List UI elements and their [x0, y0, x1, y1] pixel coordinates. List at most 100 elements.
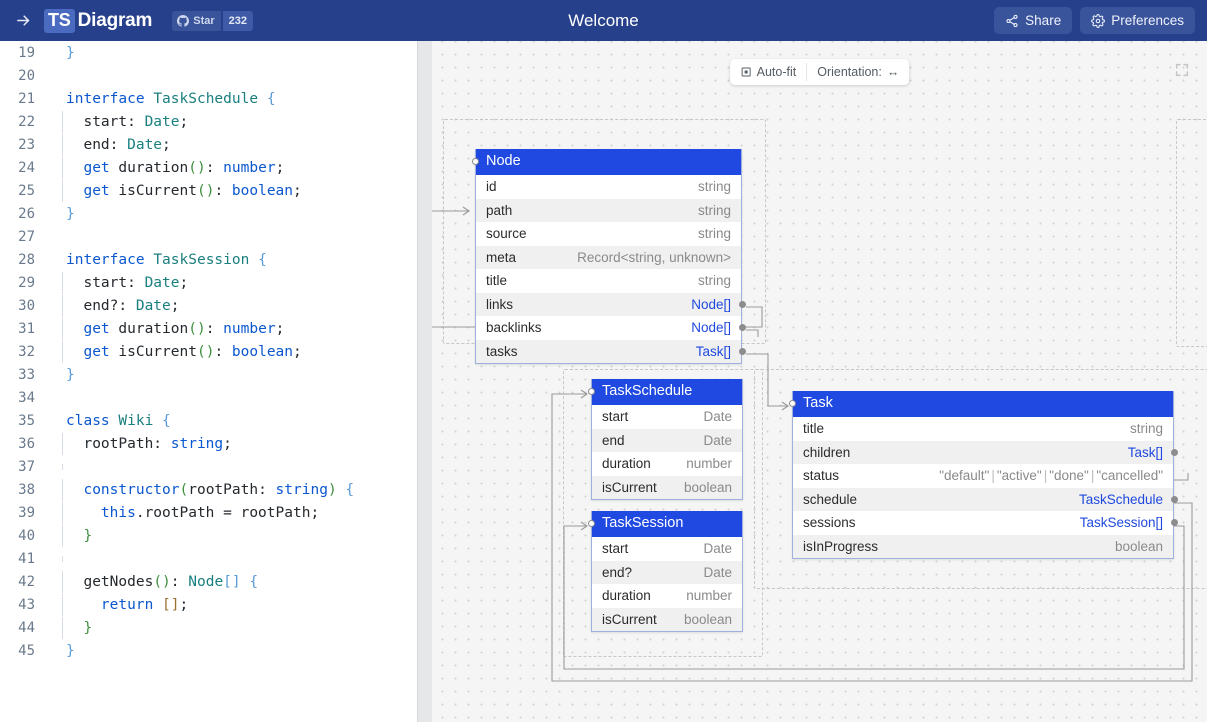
node-output-port[interactable] — [739, 300, 746, 308]
code-token: () — [188, 320, 206, 337]
code-text[interactable]: getNodes(): Node[] { — [49, 570, 417, 593]
code-token: class — [66, 412, 119, 429]
node-field-row[interactable]: schedule TaskSchedule — [793, 487, 1173, 511]
node-title[interactable]: TaskSchedule — [592, 379, 742, 405]
node-output-port[interactable] — [739, 347, 746, 355]
line-number: 22 — [18, 113, 35, 130]
preferences-button[interactable]: Preferences — [1080, 7, 1195, 34]
github-star-count: 232 — [222, 10, 254, 31]
code-text[interactable]: return []; — [49, 593, 417, 616]
code-text[interactable]: start: Date; — [49, 271, 417, 294]
code-token: TaskSession — [153, 251, 259, 268]
field-name: end — [602, 432, 625, 448]
fullscreen-icon[interactable] — [1171, 59, 1193, 81]
node-title[interactable]: TaskSession — [592, 511, 742, 537]
code-text[interactable]: get duration(): number; — [49, 317, 417, 340]
field-type[interactable]: Task[] — [695, 343, 731, 359]
node-input-port[interactable] — [588, 520, 595, 527]
code-text[interactable]: this.rootPath = rootPath; — [49, 501, 417, 524]
node-output-port[interactable] — [1171, 519, 1178, 526]
node-output-port[interactable] — [1171, 448, 1178, 456]
code-text[interactable]: get isCurrent(): boolean; — [49, 179, 417, 202]
brand-logo[interactable]: TS Diagram — [44, 8, 152, 33]
orientation-button[interactable]: Orientation: ↔ — [807, 59, 909, 85]
code-token: Date — [127, 136, 163, 153]
code-text[interactable]: } — [49, 524, 417, 547]
field-type[interactable]: Node[] — [691, 296, 731, 312]
github-star-badge[interactable]: Star 232 — [172, 10, 254, 31]
node-field-row[interactable]: end?Date — [592, 560, 742, 584]
node-input-port[interactable] — [588, 388, 595, 395]
node-input-port[interactable] — [472, 158, 479, 165]
code-token: Date — [144, 113, 180, 130]
field-name: schedule — [803, 491, 858, 507]
node-output-port[interactable] — [739, 324, 746, 331]
code-text[interactable]: constructor(rootPath: string) { — [49, 478, 417, 501]
code-text[interactable]: class Wiki { — [49, 413, 417, 429]
node-field-row[interactable]: status"default"|"active"|"done"|"cancell… — [793, 464, 1173, 488]
code-text[interactable]: end?: Date; — [49, 294, 417, 317]
share-button[interactable]: Share — [994, 7, 1073, 34]
field-type[interactable]: TaskSession[] — [1079, 515, 1163, 531]
code-token: get — [66, 343, 119, 360]
code-text[interactable]: interface TaskSchedule { — [49, 91, 417, 107]
node-title[interactable]: Task — [793, 391, 1173, 417]
splitter-grip[interactable] — [418, 41, 432, 722]
line-number: 42 — [18, 573, 35, 590]
code-token: { — [249, 573, 259, 590]
auto-fit-button[interactable]: Auto-fit — [730, 59, 807, 85]
node-input-port[interactable] — [789, 400, 796, 407]
code-text[interactable]: } — [49, 616, 417, 639]
diagram-canvas[interactable]: Auto-fit Orientation: ↔ — [432, 41, 1207, 722]
line-number: 33 — [18, 366, 35, 383]
node-title[interactable]: Node — [476, 149, 741, 175]
field-type[interactable]: Node[] — [691, 320, 731, 336]
code-text[interactable]: start: Date; — [49, 110, 417, 133]
field-type: string — [1129, 421, 1163, 437]
code-text[interactable]: } — [49, 45, 417, 61]
share-icon — [1006, 14, 1018, 27]
code-token: } — [66, 642, 75, 659]
line-number: 26 — [18, 205, 35, 222]
code-text[interactable]: } — [49, 367, 417, 383]
field-type[interactable]: TaskSchedule — [1078, 491, 1163, 507]
code-text[interactable]: get duration(): number; — [49, 156, 417, 179]
node-output-port[interactable] — [1171, 495, 1178, 503]
pane-splitter[interactable] — [417, 41, 432, 722]
arrow-right-icon[interactable] — [12, 10, 34, 32]
line-number: 25 — [18, 182, 35, 199]
code-token: isCurrent — [118, 343, 197, 360]
code-text[interactable]: } — [49, 206, 417, 222]
code-text[interactable]: end: Date; — [49, 133, 417, 156]
code-text[interactable]: get isCurrent(): boolean; — [49, 340, 417, 363]
field-type[interactable]: Task[] — [1127, 444, 1163, 460]
code-text[interactable]: rootPath: string; — [49, 432, 417, 455]
github-star-button[interactable]: Star — [172, 10, 221, 31]
code-text[interactable]: } — [49, 643, 417, 659]
code-text[interactable]: interface TaskSession { — [49, 252, 417, 268]
